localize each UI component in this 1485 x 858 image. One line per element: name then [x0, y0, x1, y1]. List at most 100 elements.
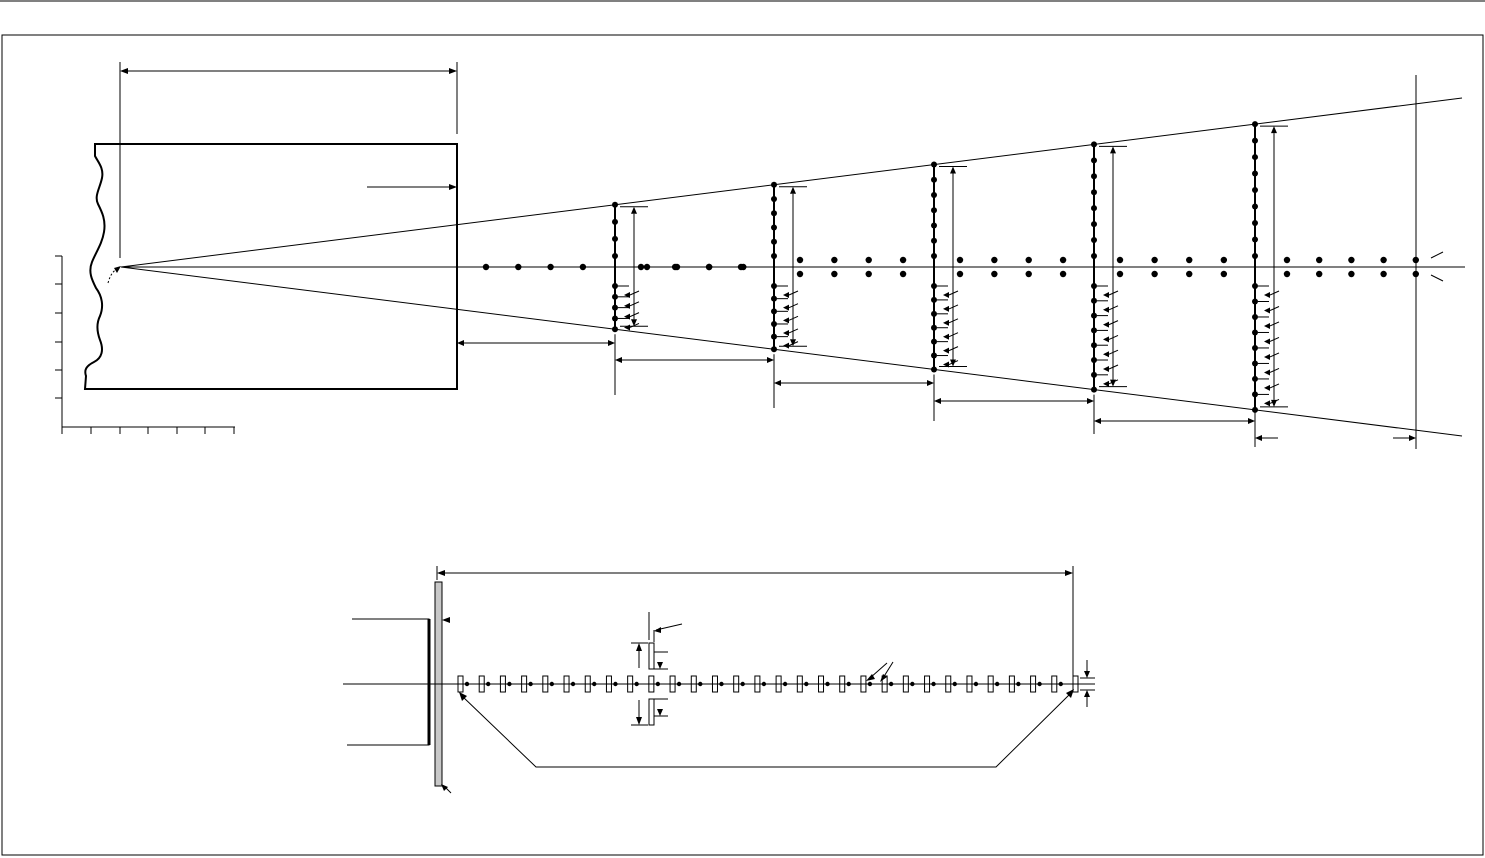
element-dot: [771, 253, 777, 259]
element-dot: [931, 207, 937, 214]
lower-feed-element: [648, 698, 655, 726]
arrowhead: [657, 709, 663, 716]
element-dot: [1252, 187, 1258, 194]
director-element: [860, 675, 867, 693]
arrowhead: [774, 380, 781, 386]
axis-dot: [1151, 256, 1158, 264]
element-mount-dot: [1037, 681, 1042, 687]
element-dot: [931, 352, 937, 359]
element-mount-dot: [570, 681, 576, 687]
axis-dot: [1186, 270, 1193, 278]
director-element: [987, 675, 994, 693]
beam-edge-upper: [120, 97, 1463, 268]
element-dot: [1252, 344, 1258, 351]
element-dot: [771, 295, 777, 302]
element-dot: [1252, 313, 1258, 320]
leader-line: [1430, 251, 1444, 259]
arrowhead: [880, 674, 887, 682]
axis-dot: [547, 263, 554, 271]
axis-dot: [1380, 270, 1387, 278]
element-dot: [1091, 141, 1097, 148]
element-mount-dot: [592, 681, 597, 687]
element-mount-dot: [549, 681, 555, 687]
axis-dot: [1283, 270, 1291, 278]
axis-dot: [1220, 270, 1228, 278]
element-mount-dot: [846, 681, 851, 687]
arrowhead: [943, 292, 949, 298]
director-element: [563, 675, 570, 693]
element-mount-dot: [507, 681, 512, 687]
element-dot: [612, 315, 618, 322]
element-mount-dot: [888, 681, 894, 687]
element-dot: [771, 283, 777, 289]
director-element: [542, 675, 549, 693]
plan-view: [55, 62, 1465, 449]
element-mount-dot: [804, 681, 809, 687]
arrowhead: [1409, 435, 1416, 441]
element-dot: [1091, 371, 1097, 378]
element-dot: [1252, 220, 1258, 227]
arrowhead: [449, 184, 457, 190]
element-dot: [1252, 236, 1258, 243]
axis-dot: [579, 263, 587, 271]
arrowhead: [631, 319, 637, 327]
director-span-leader: [461, 692, 1072, 768]
axis-dot: [1283, 256, 1291, 264]
element-mount-dot: [676, 681, 682, 687]
side-view: [343, 566, 1095, 794]
element-dot: [1091, 342, 1097, 349]
arrowhead: [1110, 379, 1116, 387]
axis-dot: [1220, 256, 1228, 264]
arrowhead: [950, 359, 956, 367]
axis-dot: [1059, 270, 1067, 278]
element-dot: [1252, 137, 1258, 144]
axis-dot: [515, 263, 522, 271]
element-dot: [931, 222, 937, 229]
arrowhead: [783, 342, 789, 349]
axis-dot: [673, 263, 681, 271]
arrowhead: [441, 784, 448, 791]
arrowhead: [1248, 418, 1255, 424]
element-mount-dot: [973, 681, 979, 687]
arrowhead: [1264, 369, 1270, 376]
element-dot: [1091, 327, 1097, 334]
element-dot: [1252, 170, 1258, 177]
element-dot: [931, 192, 937, 199]
director-element: [1072, 675, 1079, 693]
arrowhead: [943, 305, 949, 312]
arrowhead: [1103, 380, 1109, 387]
element-dot: [771, 224, 777, 231]
element-dot: [1091, 237, 1097, 244]
arrowhead: [1094, 418, 1101, 424]
arrowhead: [636, 717, 642, 725]
element-dot: [931, 283, 937, 289]
arrowhead: [457, 340, 464, 346]
director-element: [478, 675, 485, 693]
element-dot: [1091, 283, 1097, 289]
element-dot: [1252, 203, 1258, 210]
arrowhead: [1087, 398, 1094, 404]
arrowhead: [437, 570, 445, 576]
director-element: [796, 675, 803, 693]
arrowhead: [1066, 689, 1074, 698]
axis-dot: [865, 256, 872, 264]
axis-dot: [482, 263, 490, 271]
director-element: [924, 675, 931, 693]
axis-dot: [1316, 256, 1323, 264]
arrowhead: [783, 329, 789, 336]
arrowhead: [783, 317, 789, 324]
arrowhead: [1103, 366, 1109, 373]
director-element: [754, 675, 761, 693]
arrowhead: [1103, 321, 1109, 328]
axis-dot: [899, 256, 907, 264]
axis-dot: [991, 256, 998, 264]
element-dot: [931, 296, 937, 303]
arrowhead: [783, 292, 789, 298]
arrowhead: [654, 627, 661, 633]
element-dot: [1252, 253, 1258, 259]
arrowhead: [657, 662, 663, 669]
director-element: [818, 675, 825, 693]
axis-dot: [796, 256, 804, 264]
director-element: [1008, 675, 1015, 693]
director-element: [669, 675, 676, 693]
